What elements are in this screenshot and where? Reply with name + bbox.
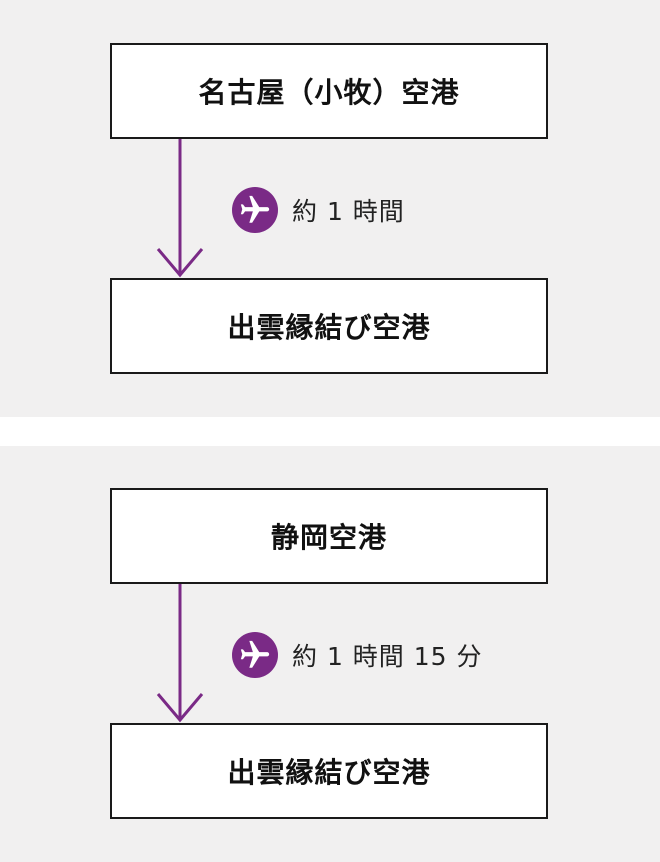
route-panel-shizuoka: 静岡空港 約 1 時間 15 分 出雲縁結び空港 [0,446,660,862]
destination-airport-box: 出雲縁結び空港 [110,723,548,819]
flight-duration-row: 約 1 時間 [232,187,405,233]
airplane-icon [232,187,278,233]
flight-arrow [156,139,204,278]
flight-duration: 約 1 時間 15 分 [292,642,483,671]
flight-arrow [156,584,204,723]
origin-airport-box: 静岡空港 [110,488,548,584]
destination-airport-box: 出雲縁結び空港 [110,278,548,374]
destination-airport-label: 出雲縁結び空港 [227,756,431,789]
origin-airport-box: 名古屋（小牧）空港 [110,43,548,139]
flight-duration-row: 約 1 時間 15 分 [232,632,483,678]
flight-arrow-head [156,248,204,278]
destination-airport-label: 出雲縁結び空港 [227,311,431,344]
airplane-icon [232,632,278,678]
origin-airport-label: 名古屋（小牧）空港 [198,76,460,109]
flight-arrow-head [156,693,204,723]
route-panel-nagoya: 名古屋（小牧）空港 約 1 時間 出雲縁結び空港 [0,0,660,417]
flight-duration: 約 1 時間 [292,197,405,226]
origin-airport-label: 静岡空港 [270,521,387,554]
